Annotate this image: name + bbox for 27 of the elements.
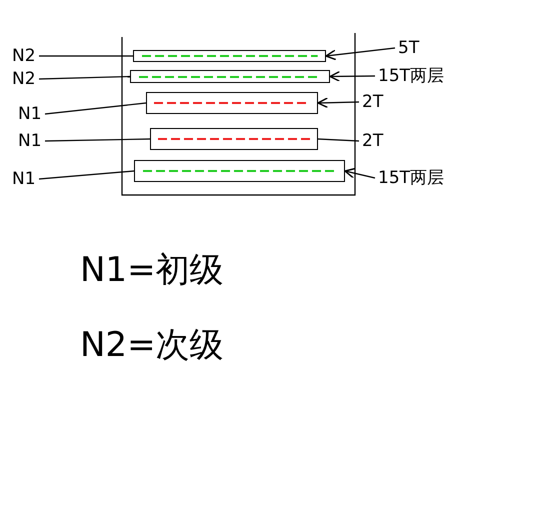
legend-note: N1=初级 <box>80 250 224 290</box>
winding-layer <box>150 128 318 150</box>
winding-label: N1 <box>12 169 36 189</box>
winding-label: 2T <box>362 131 384 151</box>
winding-layer <box>133 50 326 62</box>
winding-label: N2 <box>12 69 36 89</box>
winding-label: N2 <box>12 46 36 66</box>
winding-layer <box>130 70 330 83</box>
arrow <box>325 47 396 60</box>
arrow <box>317 97 360 108</box>
winding-label: N1 <box>18 131 42 151</box>
leader-line <box>44 138 150 142</box>
leader-line <box>44 102 146 115</box>
winding-label: 15T两层 <box>378 168 444 188</box>
arrow <box>329 70 375 82</box>
leader-line <box>39 55 133 57</box>
winding-layer <box>134 160 345 182</box>
winding-label: 15T两层 <box>378 66 444 86</box>
winding-layer <box>146 92 318 114</box>
leader-line <box>38 170 134 180</box>
arrow <box>344 168 376 179</box>
winding-label: 2T <box>362 92 384 112</box>
leader-line <box>318 138 360 142</box>
legend-note: N2=次级 <box>80 325 224 365</box>
winding-label: N1 <box>18 104 42 124</box>
leader-line <box>38 76 130 80</box>
winding-label: 5T <box>398 38 420 58</box>
